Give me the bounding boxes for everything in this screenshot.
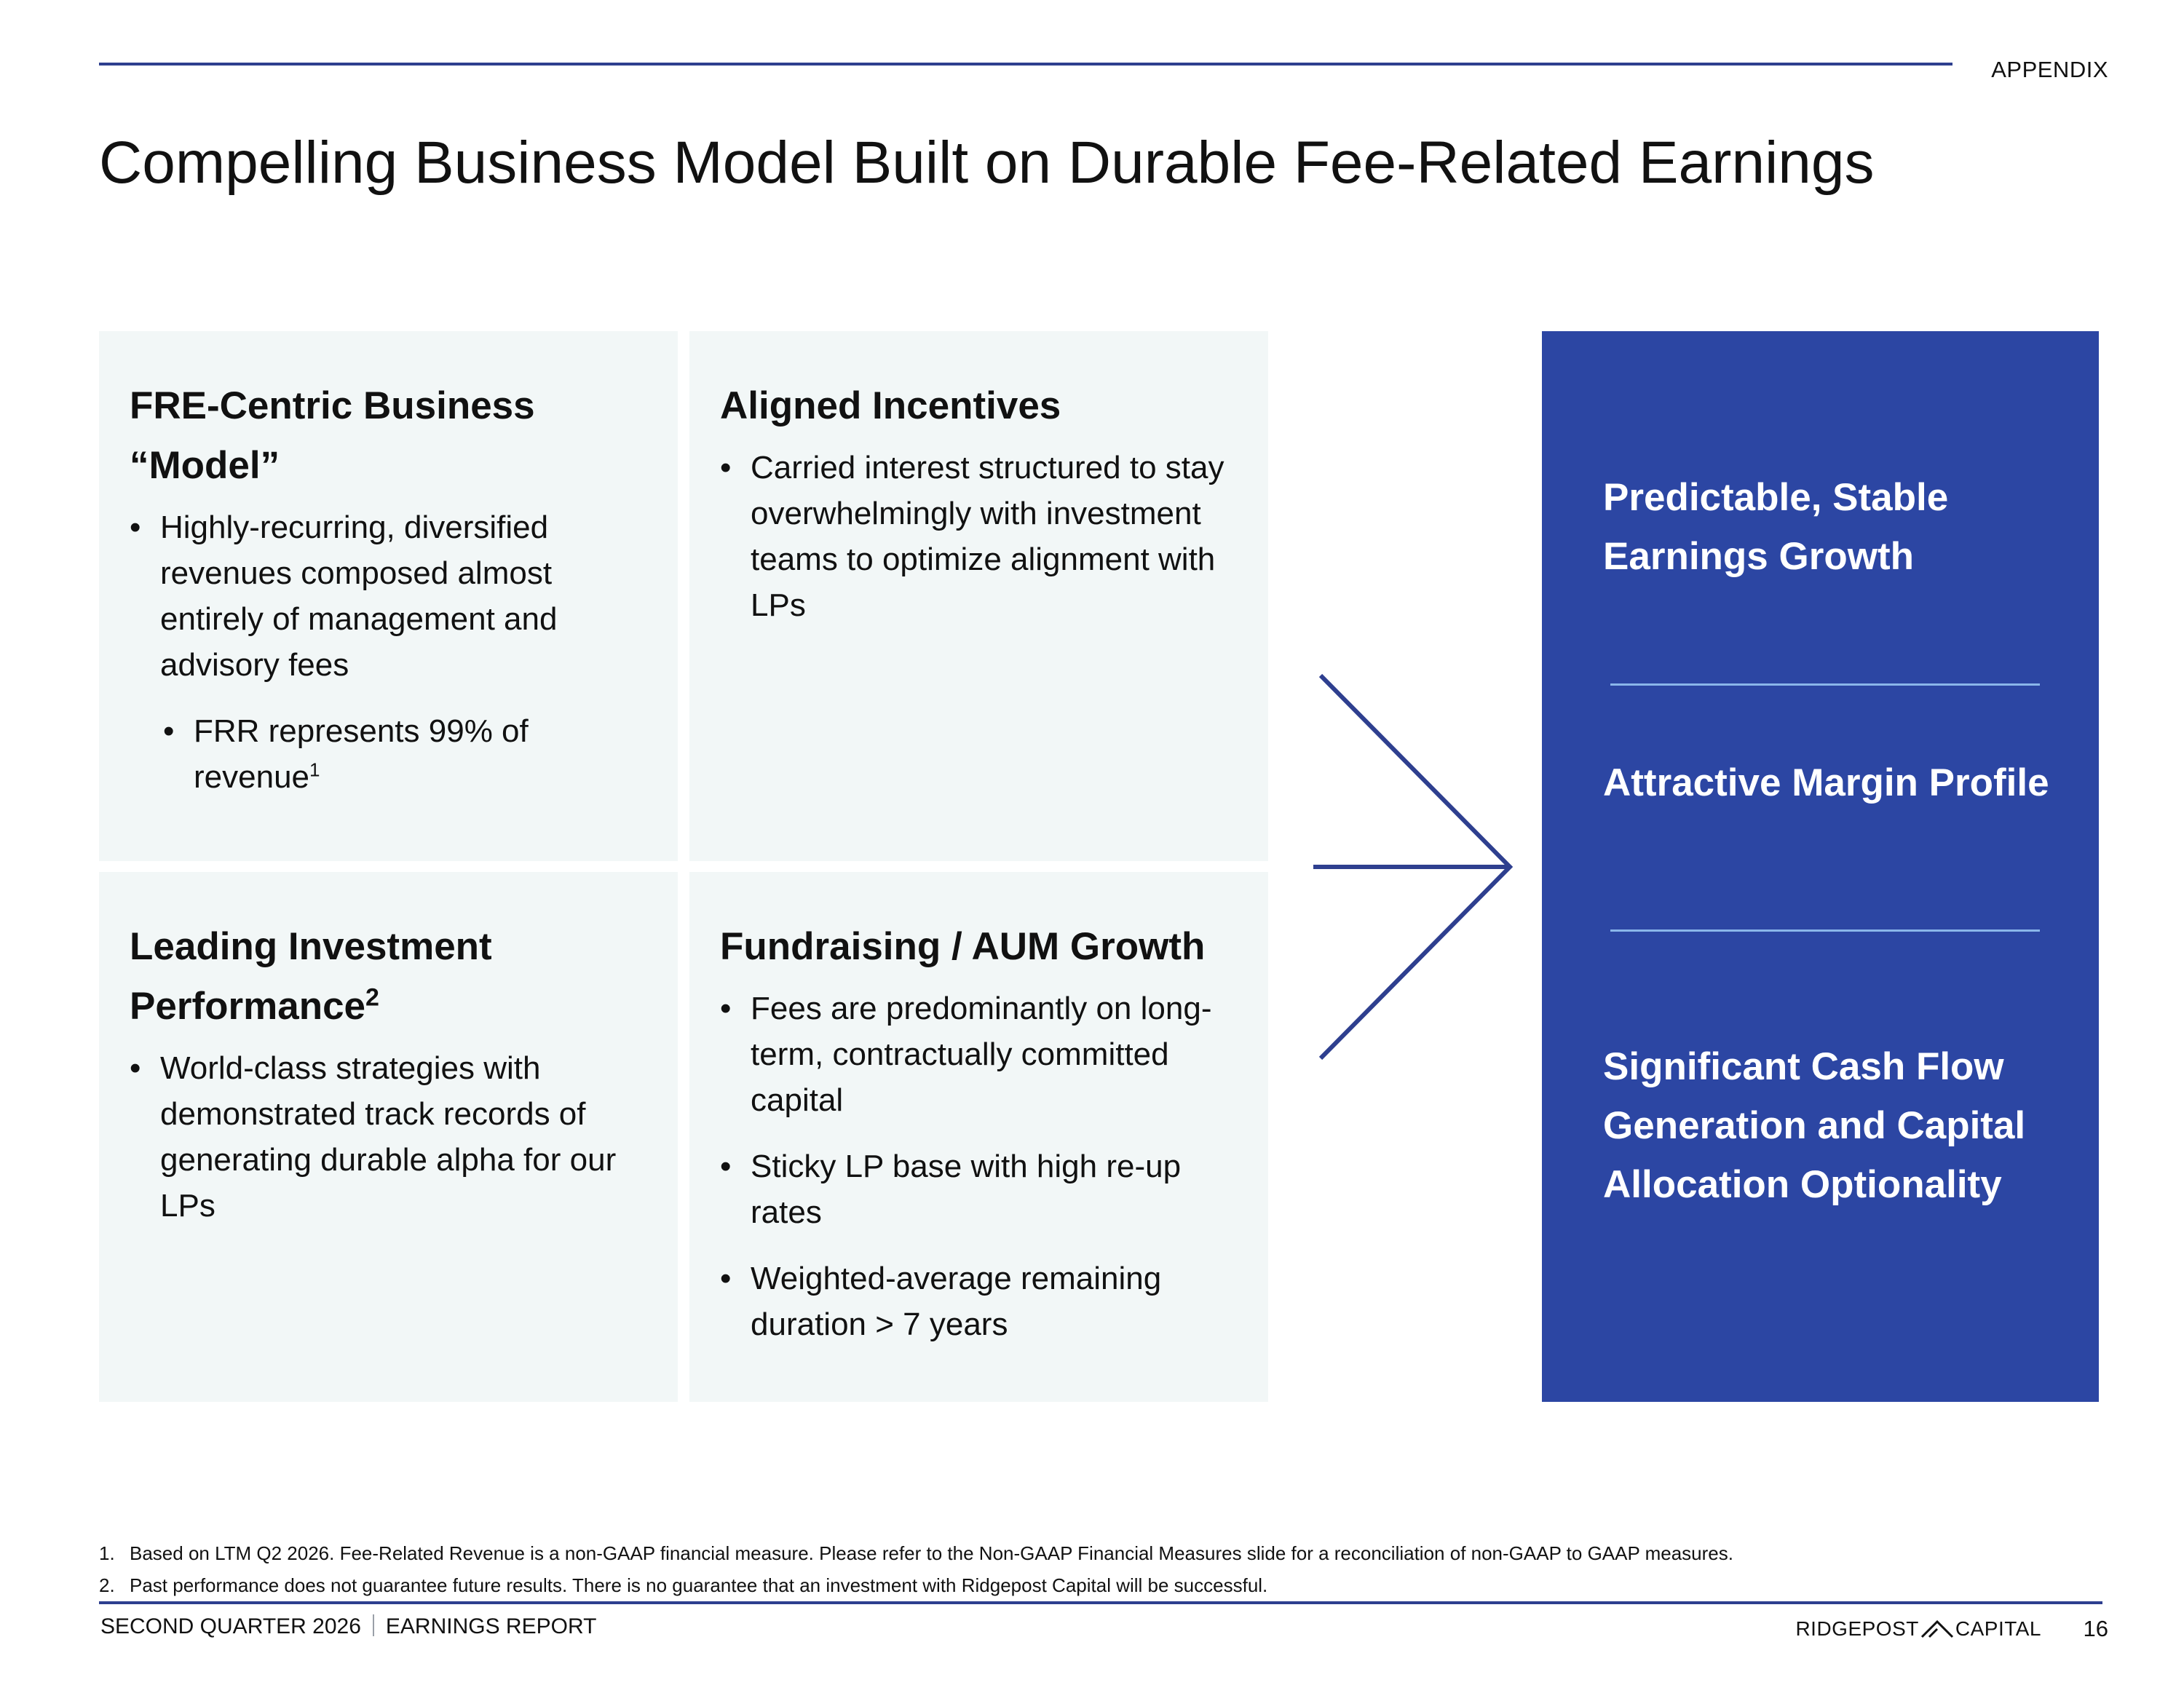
footer-rule [99, 1601, 2102, 1604]
card-heading: FRE-Centric Business “Model” [130, 376, 649, 496]
section-label: APPENDIX [1991, 57, 2108, 82]
bullet-item: World-class strategies with demonstrated… [130, 1045, 649, 1229]
footer-separator [372, 1614, 374, 1636]
header-rule [99, 63, 1952, 66]
bullet-text: FRR represents 99% of revenue [194, 713, 529, 795]
chevron-right-arrow-icon [1313, 673, 1514, 1060]
bullet-list: World-class strategies with demonstrated… [130, 1045, 649, 1229]
outcome-margin-profile: Attractive Margin Profile [1603, 761, 2049, 804]
outcomes-panel: Predictable, Stable Earnings Growth Attr… [1542, 331, 2099, 1402]
sub-bullet-item: FRR represents 99% of revenue1 [163, 708, 649, 800]
bullet-item: Fees are predominantly on long-term, con… [720, 986, 1239, 1123]
report-period: SECOND QUARTER 2026 [100, 1614, 361, 1638]
footnote-marker: 2 [365, 983, 379, 1012]
footnote-item: 1. Based on LTM Q2 2026. Fee-Related Reve… [99, 1537, 1733, 1569]
footnote-item: 2. Past performance does not guarantee fu… [99, 1569, 1733, 1601]
footnote-marker: 1 [309, 758, 320, 781]
bullet-item: Weighted-average remaining duration > 7 … [720, 1256, 1239, 1347]
bullet-item: Sticky LP base with high re-up rates [720, 1143, 1239, 1235]
bullet-list: Highly-recurring, diversified revenues c… [130, 504, 649, 800]
panel-divider [1610, 929, 2040, 932]
footnotes: 1. Based on LTM Q2 2026. Fee-Related Reve… [99, 1537, 1733, 1601]
page-title: Compelling Business Model Built on Durab… [99, 129, 1875, 196]
card-aligned-incentives: Aligned Incentives Carried interest stru… [689, 331, 1268, 861]
bullet-item: Carried interest structured to stay over… [720, 445, 1239, 628]
heading-line: Leading Investment [130, 925, 492, 968]
footnote-number: 2. [99, 1574, 115, 1596]
card-investment-performance: Leading Investment Performance2 World-cl… [99, 872, 678, 1402]
bullet-list: Carried interest structured to stay over… [720, 445, 1239, 628]
outcome-earnings-growth: Predictable, Stable Earnings Growth [1603, 476, 1949, 578]
report-label: SECOND QUARTER 2026 EARNINGS REPORT [100, 1614, 596, 1639]
mountain-peak-icon [1920, 1619, 1953, 1638]
card-heading: Fundraising / AUM Growth [720, 925, 1206, 968]
report-type: EARNINGS REPORT [385, 1614, 597, 1638]
card-fre-centric: FRE-Centric Business “Model” Highly-recu… [99, 331, 678, 861]
brand-logo: RIDGEPOST CAPITAL [1795, 1617, 2041, 1641]
heading-line: “Model” [130, 444, 280, 487]
outcome-cash-flow: Significant Cash Flow Generation and Cap… [1603, 1045, 2026, 1206]
footnote-text: Based on LTM Q2 2026. Fee-Related Revenu… [130, 1542, 1733, 1564]
brand-word-left: RIDGEPOST [1795, 1617, 1919, 1640]
card-fundraising-aum: Fundraising / AUM Growth Fees are predom… [689, 872, 1268, 1402]
bullet-item: Highly-recurring, diversified revenues c… [130, 504, 649, 688]
page-number: 16 [2083, 1616, 2108, 1641]
brand-word-right: CAPITAL [1955, 1617, 2041, 1640]
heading-line: Performance [130, 985, 366, 1028]
card-heading: Leading Investment Performance2 [130, 917, 649, 1036]
footnote-text: Past performance does not guarantee futu… [130, 1574, 1268, 1596]
panel-divider [1610, 683, 2040, 686]
card-heading: Aligned Incentives [720, 384, 1061, 427]
bullet-list: Fees are predominantly on long-term, con… [720, 986, 1239, 1347]
footnote-number: 1. [99, 1542, 115, 1564]
heading-line: FRE-Centric Business [130, 384, 535, 427]
